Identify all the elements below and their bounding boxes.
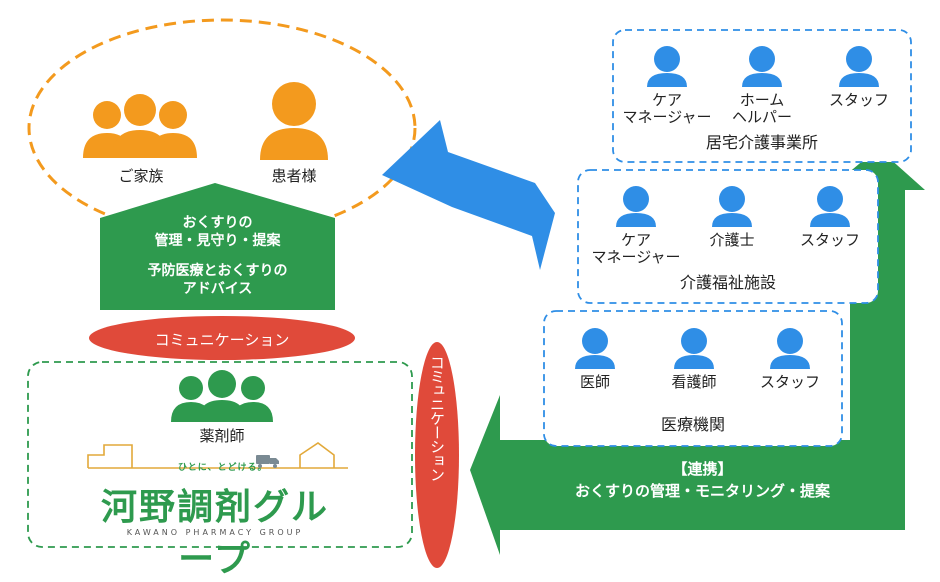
communication-vertical-ellipse: [415, 342, 459, 568]
cooperation-heading: 【連携】: [672, 460, 733, 478]
doctor-icon: [575, 328, 615, 369]
brand-logo-house: [87, 442, 348, 469]
care-manager-icon: [616, 186, 656, 227]
brand-tagline: ひとに、とどける。: [178, 463, 268, 473]
home-care-office-box: [612, 29, 912, 163]
pharmacist-label: 薬剤師: [199, 427, 245, 445]
home-helper-icon: [742, 46, 782, 87]
support-text-line1: おくすりの: [182, 215, 253, 231]
care-facility-box: [577, 169, 879, 304]
role-label: ケア マネージャー: [622, 91, 712, 126]
care-facility-title: 介護福祉施設: [679, 273, 776, 292]
pharmacy-box: [27, 361, 413, 548]
role-label: スタッフ: [799, 231, 860, 249]
role-label: 看護師: [671, 373, 717, 391]
support-text-line2: 管理・見守り・提案: [154, 233, 281, 249]
family-label: ご家族: [118, 167, 164, 185]
cooperation-detail: おくすりの管理・モニタリング・提案: [574, 482, 830, 500]
medical-institution-box: [543, 310, 843, 447]
patient-icon: [260, 82, 328, 160]
home-care-office-title: 居宅介護事業所: [705, 133, 818, 152]
medical-institution-title: 医療機関: [660, 415, 725, 434]
staff-icon: [810, 186, 850, 227]
staff-icon: [770, 328, 810, 369]
pharmacist-icon: [171, 370, 273, 422]
care-manager-icon: [647, 46, 687, 87]
support-text-line3: 予防医療とおくすりの: [147, 263, 288, 279]
role-label: 医師: [579, 373, 610, 391]
role-label: スタッフ: [759, 373, 820, 391]
role-label: ホーム ヘルパー: [731, 91, 792, 126]
patient-label: 患者様: [271, 167, 317, 185]
role-label: スタッフ: [828, 91, 889, 109]
role-label: ケア マネージャー: [591, 231, 681, 266]
truck-icon: [256, 455, 279, 468]
communication-label: コミュニケーション: [154, 331, 290, 349]
support-text-line4: アドバイス: [182, 281, 253, 297]
family-ellipse: [27, 18, 417, 238]
role-label: 介護士: [709, 231, 755, 249]
brand-name: 河野調剤グループ: [100, 487, 329, 580]
staff-icon: [839, 46, 879, 87]
support-arrow: [100, 183, 335, 310]
family-icon: [83, 94, 197, 158]
brand-english: KAWANO PHARMACY GROUP: [126, 528, 304, 537]
cooperation-arrow: [470, 148, 925, 555]
nurse-icon: [674, 328, 714, 369]
exchange-arrow: [382, 120, 555, 270]
communication-vertical-label: コミュニケーション: [428, 355, 446, 481]
caregiver-icon: [712, 186, 752, 227]
communication-ellipse: [89, 316, 355, 360]
